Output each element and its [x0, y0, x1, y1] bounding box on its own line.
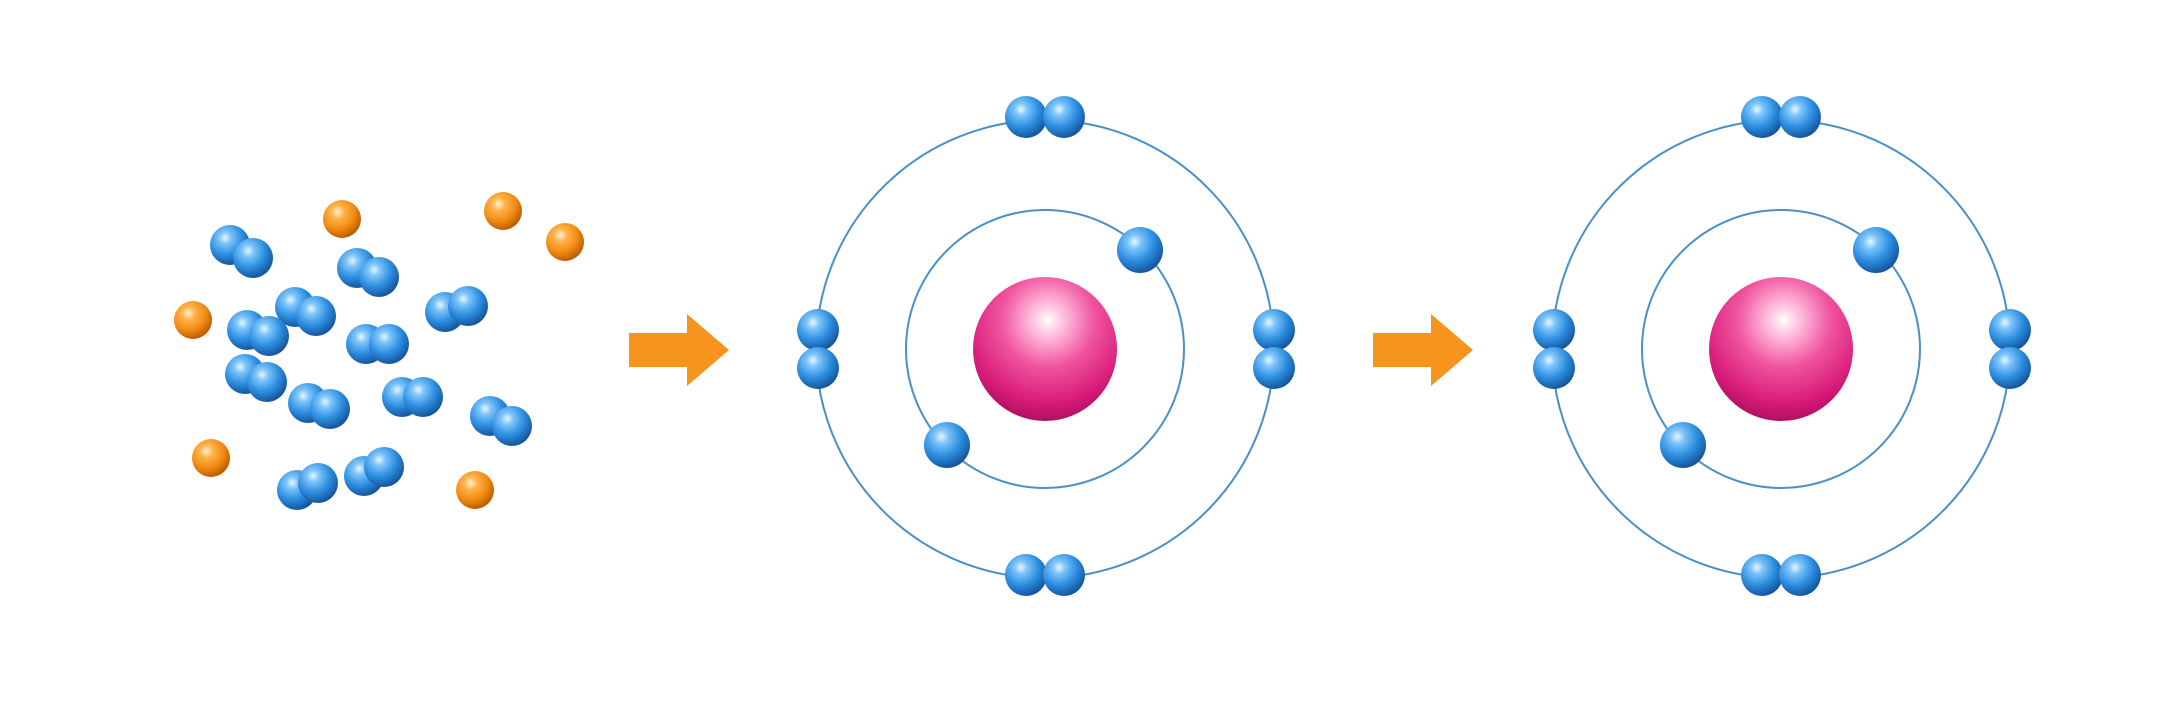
electron-icon	[797, 347, 839, 389]
electron-icon	[296, 296, 336, 336]
electron-icon	[233, 238, 273, 278]
electron-icon	[1660, 422, 1706, 468]
electron-icon	[1989, 309, 2031, 351]
electron-icon	[359, 257, 399, 297]
electron-icon	[1989, 347, 2031, 389]
electron-icon	[492, 406, 532, 446]
electron-icon	[1043, 554, 1085, 596]
loose-particle-icon	[484, 192, 522, 230]
electron-icon	[1741, 554, 1783, 596]
loose-particle-icon	[192, 439, 230, 477]
arrow-right-icon	[629, 314, 729, 386]
loose-particle-icon	[456, 471, 494, 509]
electron-icon	[1853, 227, 1899, 273]
electron-icon	[1533, 309, 1575, 351]
electron-icon	[1533, 347, 1575, 389]
electron-icon	[310, 389, 350, 429]
nucleus-icon	[1709, 277, 1853, 421]
electron-icon	[1253, 309, 1295, 351]
electron-icon	[797, 309, 839, 351]
electron-icon	[298, 463, 338, 503]
electron-icon	[369, 324, 409, 364]
loose-particle-icon	[174, 301, 212, 339]
electron-icon	[1043, 96, 1085, 138]
particle-layer	[174, 96, 2031, 596]
electron-icon	[249, 316, 289, 356]
electron-icon	[1005, 96, 1047, 138]
electron-icon	[1005, 554, 1047, 596]
arrow-right-icon	[1373, 314, 1473, 386]
electron-icon	[448, 286, 488, 326]
electron-icon	[247, 362, 287, 402]
electron-icon	[1741, 96, 1783, 138]
inner-orbit-ring	[905, 209, 1185, 489]
electron-icon	[1779, 554, 1821, 596]
electron-icon	[364, 447, 404, 487]
electron-icon	[1779, 96, 1821, 138]
inner-orbit-ring	[1641, 209, 1921, 489]
nucleus-icon	[973, 277, 1117, 421]
electron-icon	[1253, 347, 1295, 389]
electron-icon	[403, 377, 443, 417]
loose-particle-icon	[546, 223, 584, 261]
loose-particle-icon	[323, 200, 361, 238]
arrow-layer	[629, 314, 1473, 386]
electron-icon	[924, 422, 970, 468]
electron-icon	[1117, 227, 1163, 273]
